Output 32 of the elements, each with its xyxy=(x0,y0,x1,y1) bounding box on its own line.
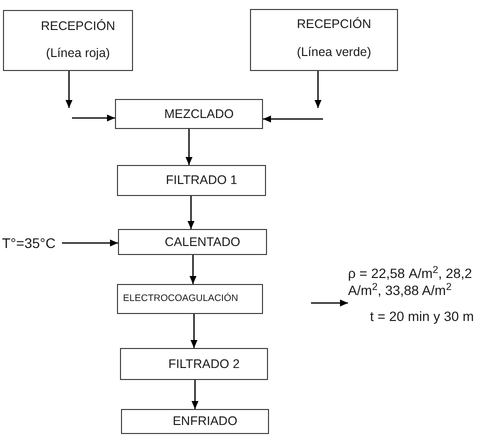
annotation-text: ρ = 22,58 A/m$^{2}$, 28,2 A/m$^{2}$, 33,88 A/m$^{2}$ xyxy=(348,265,474,299)
arrow xyxy=(192,380,198,409)
process-label: MEZCLADO xyxy=(164,106,234,122)
process-box xyxy=(3,10,133,71)
process-label: RECEPCIÓN xyxy=(40,19,116,34)
arrow xyxy=(190,314,198,348)
process-label: CALENTADO xyxy=(164,234,240,250)
arrow xyxy=(72,114,115,122)
arrow xyxy=(190,255,196,284)
annotation-text: T°=35°C xyxy=(2,234,62,252)
process-box xyxy=(115,99,263,129)
process-label: (Línea roja) xyxy=(46,46,110,61)
process-box xyxy=(117,165,266,196)
arrow xyxy=(188,196,194,229)
process-label: (Línea verde) xyxy=(296,45,372,60)
process-box xyxy=(117,284,263,314)
process-label: ELECTROCOAGULACIÓN xyxy=(123,293,238,305)
arrow xyxy=(263,116,323,122)
arrow xyxy=(314,71,322,108)
arrow xyxy=(186,129,192,165)
process-label: RECEPCIÓN xyxy=(296,17,372,32)
arrow xyxy=(62,240,118,246)
process-box xyxy=(121,409,269,434)
arrow xyxy=(311,300,348,306)
process-box xyxy=(250,9,398,71)
process-label: FILTRADO 2 xyxy=(168,356,240,372)
process-label: FILTRADO 1 xyxy=(166,173,238,188)
process-box xyxy=(120,348,268,380)
process-box xyxy=(118,229,267,255)
arrow xyxy=(66,71,72,108)
annotation-text: t = 20 min y 30 m xyxy=(370,308,474,325)
process-label: ENFRIADO xyxy=(172,414,238,429)
